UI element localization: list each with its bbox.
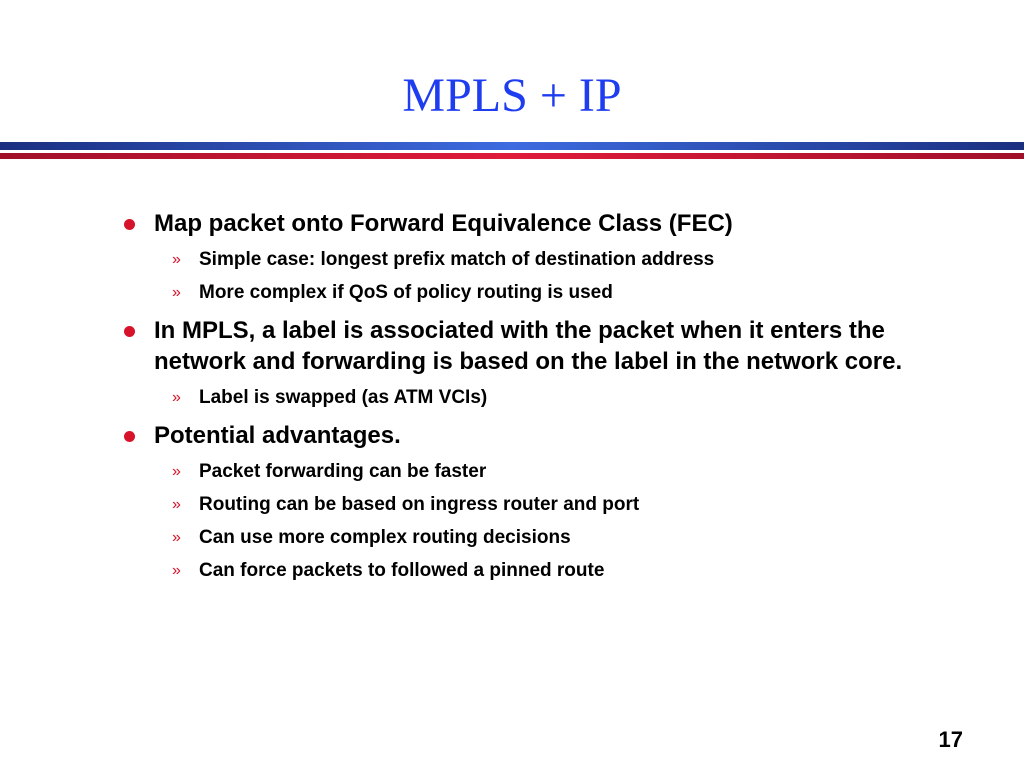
sub-bullet-list: » Simple case: longest prefix match of d… (120, 243, 920, 309)
bullet-dot-icon (124, 219, 135, 230)
chevron-marker-icon: » (172, 562, 181, 579)
bullet-text: Potential advantages. (154, 422, 401, 449)
bullet-dot-icon (124, 431, 135, 442)
bullet-item: Map packet onto Forward Equivalence Clas… (120, 208, 920, 239)
page-number: 17 (938, 727, 963, 752)
chevron-marker-icon: » (172, 389, 181, 406)
chevron-marker-icon: » (172, 284, 181, 301)
chevron-marker-icon: » (172, 496, 181, 513)
sub-bullet-item: » Can force packets to followed a pinned… (120, 554, 920, 587)
sub-bullet-text: More complex if QoS of policy routing is… (199, 282, 613, 303)
bullet-item: Potential advantages. (120, 420, 920, 451)
chevron-marker-icon: » (172, 251, 181, 268)
sub-bullet-list: » Label is swapped (as ATM VCIs) (120, 381, 920, 414)
divider-red-bar (0, 153, 1024, 159)
sub-bullet-text: Can use more complex routing decisions (199, 527, 571, 548)
sub-bullet-item: » More complex if QoS of policy routing … (120, 276, 920, 309)
sub-bullet-item: » Label is swapped (as ATM VCIs) (120, 381, 920, 414)
sub-bullet-list: » Packet forwarding can be faster » Rout… (120, 455, 920, 587)
slide-title: MPLS + IP (402, 69, 622, 122)
sub-bullet-text: Packet forwarding can be faster (199, 461, 487, 482)
divider-blue-bar (0, 142, 1024, 150)
sub-bullet-text: Routing can be based on ingress router a… (199, 494, 640, 515)
chevron-marker-icon: » (172, 463, 181, 480)
sub-bullet-item: » Can use more complex routing decisions (120, 521, 920, 554)
bullet-item: In MPLS, a label is associated with the … (120, 315, 920, 377)
bullet-list: Map packet onto Forward Equivalence Clas… (120, 208, 920, 593)
sub-bullet-text: Simple case: longest prefix match of des… (199, 249, 715, 270)
sub-bullet-text: Label is swapped (as ATM VCIs) (199, 387, 488, 408)
chevron-marker-icon: » (172, 529, 181, 546)
title-divider (0, 142, 1024, 159)
sub-bullet-item: » Simple case: longest prefix match of d… (120, 243, 920, 276)
bullet-text: In MPLS, a label is associated with the … (154, 317, 903, 375)
bullet-dot-icon (124, 326, 135, 337)
sub-bullet-item: » Packet forwarding can be faster (120, 455, 920, 488)
bullet-text: Map packet onto Forward Equivalence Clas… (154, 210, 733, 237)
sub-bullet-text: Can force packets to followed a pinned r… (199, 560, 605, 581)
sub-bullet-item: » Routing can be based on ingress router… (120, 488, 920, 521)
